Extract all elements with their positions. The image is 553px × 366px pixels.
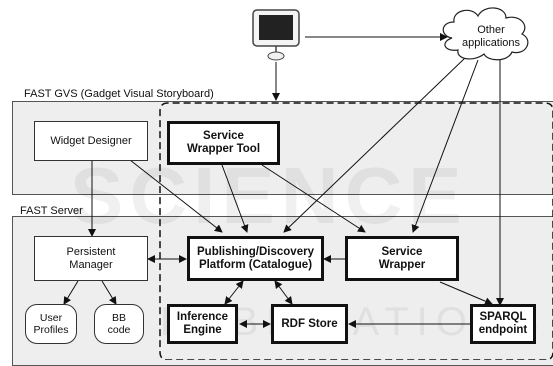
monitor-icon xyxy=(252,9,300,61)
rdf-store-label: RDF Store xyxy=(281,317,338,330)
inference-engine-box: Inference Engine xyxy=(167,304,238,344)
bb-code-box: BB code xyxy=(94,304,144,344)
bb-code-label: BB code xyxy=(107,312,131,336)
persistent-manager-label: Persistent Manager xyxy=(66,245,116,271)
arrow-swt-to-wrapper xyxy=(261,164,366,233)
publishing-platform-label: Publishing/Discovery Platform (Catalogue… xyxy=(197,245,314,271)
arrow-manager-to-profiles xyxy=(63,280,79,305)
arrow-wrapper-to-sparql xyxy=(439,281,493,305)
arrow-manager-to-bbcode xyxy=(101,280,117,305)
server-label: FAST Server xyxy=(20,205,83,217)
user-profiles-label: User Profiles xyxy=(33,312,69,336)
cloud-icon xyxy=(442,7,529,61)
persistent-manager-box: Persistent Manager xyxy=(34,236,148,281)
rdf-store-box: RDF Store xyxy=(271,304,348,344)
publishing-platform-box: Publishing/Discovery Platform (Catalogue… xyxy=(187,236,324,281)
widget-designer-label: Widget Designer xyxy=(50,134,132,147)
sparql-endpoint-box: SPARQL endpoint xyxy=(470,304,536,344)
arrow-apps-to-catalogue xyxy=(283,57,466,233)
sparql-endpoint-label: SPARQL endpoint xyxy=(478,311,528,336)
arrow-catalogue-inference xyxy=(224,280,244,305)
other-applications-label: Other applications xyxy=(461,24,521,49)
service-wrapper-label: Service Wrapper xyxy=(378,245,426,271)
service-wrapper-tool-box: Service Wrapper Tool xyxy=(167,121,280,165)
arrow-catalogue-rdf xyxy=(274,280,293,305)
gvs-label: FAST GVS (Gadget Visual Storyboard) xyxy=(24,88,214,100)
service-wrapper-tool-label: Service Wrapper Tool xyxy=(186,130,261,155)
user-profiles-box: User Profiles xyxy=(25,304,77,344)
arrow-apps-to-wrapper xyxy=(411,59,479,233)
arrow-designer-to-catalogue xyxy=(129,159,223,233)
service-wrapper-box: Service Wrapper xyxy=(345,236,459,281)
arrow-swt-to-catalogue xyxy=(221,164,249,233)
inference-engine-label: Inference Engine xyxy=(176,311,229,336)
watermark-big: SCIENCE xyxy=(70,151,468,240)
widget-designer-box: Widget Designer xyxy=(34,121,148,161)
